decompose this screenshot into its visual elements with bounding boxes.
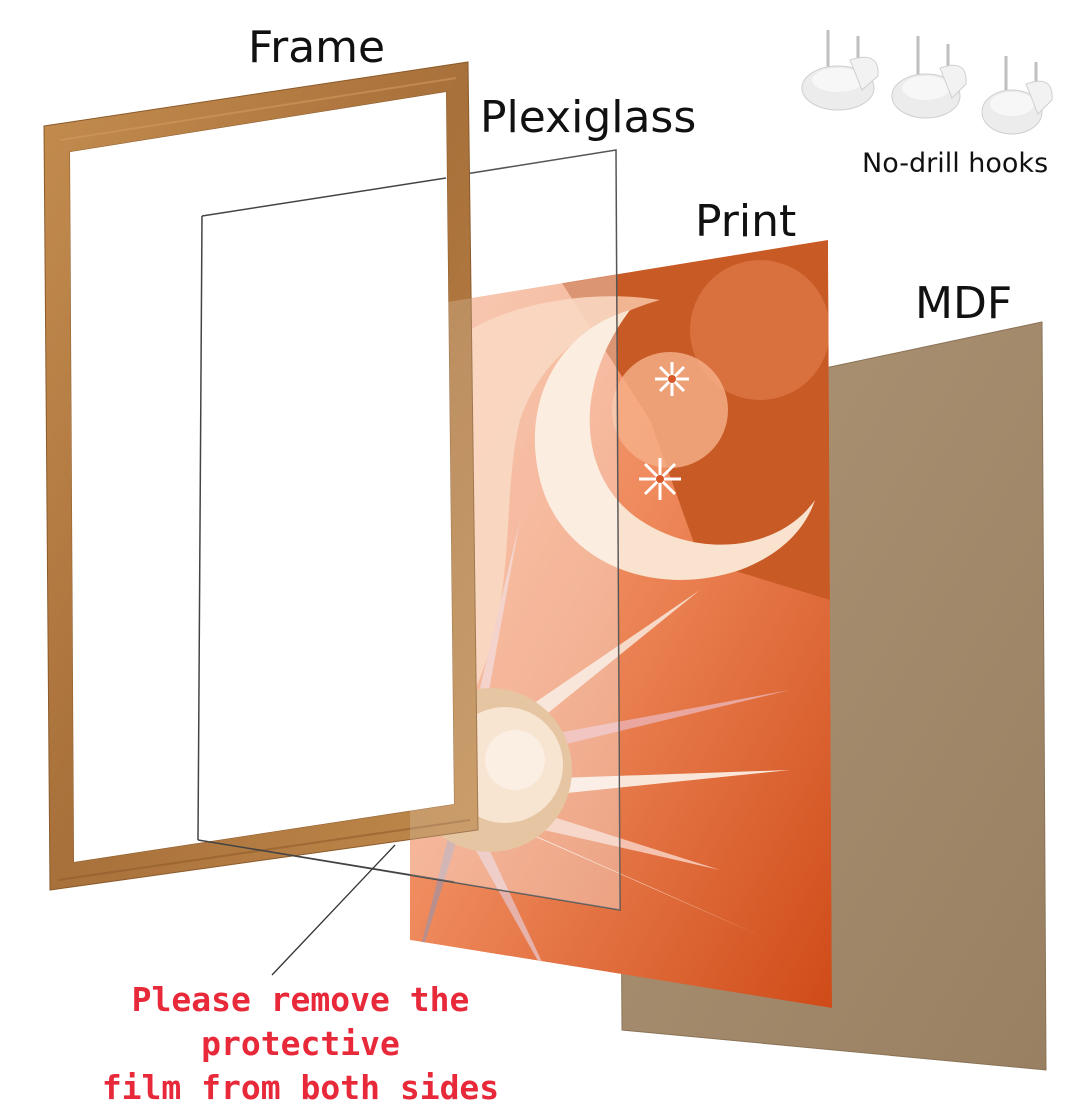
print-artwork — [410, 240, 832, 1008]
no-drill-hook-2 — [891, 36, 967, 119]
protective-film-note: Please remove the protective film from b… — [28, 978, 573, 1110]
note-line-1: Please remove the protective — [131, 980, 470, 1063]
plexiglass-overlay — [197, 177, 620, 910]
no-drill-hook-3 — [981, 56, 1053, 135]
label-mdf: MDF — [915, 278, 1013, 329]
note-line-2: film from both sides — [101, 1068, 500, 1107]
label-frame: Frame — [248, 22, 386, 73]
no-drill-hook-1 — [801, 30, 879, 111]
label-no-drill-hooks: No-drill hooks — [862, 148, 1049, 179]
label-plexiglass: Plexiglass — [480, 92, 697, 143]
label-print: Print — [695, 196, 797, 247]
wood-frame — [43, 61, 479, 891]
note-pointer-line — [271, 844, 396, 976]
